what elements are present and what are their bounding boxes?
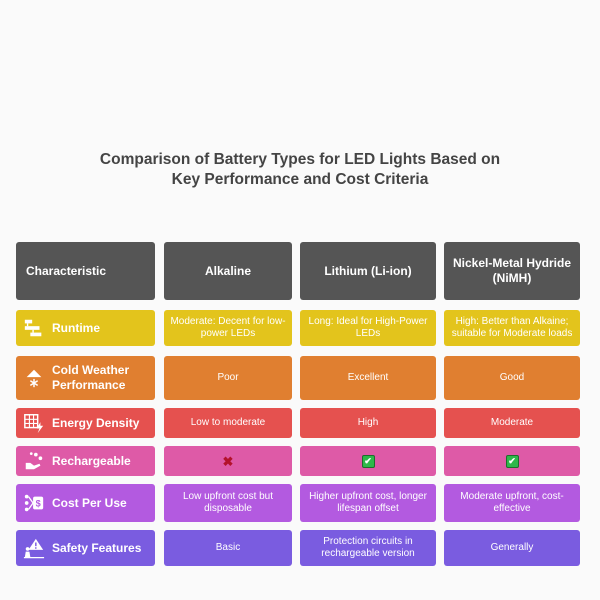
cell-energy-alkaline: Low to moderate [164,408,292,438]
cell-cold-lithium: Excellent [300,356,436,400]
header-lithium: Lithium (Li-ion) [300,242,436,300]
cross-icon: ✖ [222,453,234,469]
cell-recharge-alkaline: ✖ [164,446,292,476]
check-icon: ✔ [505,454,519,468]
cell-cost-alkaline: Low upfront cost but disposable [164,484,292,522]
row-label-text: Runtime [52,320,100,335]
header-characteristic: Characteristic [16,242,155,300]
title-line-2: Key Performance and Cost Criteria [171,171,429,188]
snow-cloud-icon [22,366,46,390]
row-label-text: Safety Features [52,540,142,555]
warning-person-icon [22,536,46,560]
row-label-rechargeable: Rechargeable [16,446,155,476]
row-label-text: Rechargeable [52,453,131,468]
cell-energy-nimh: Moderate [444,408,580,438]
cell-recharge-lithium: ✔ [300,446,436,476]
row-label-cold-weather: Cold Weather Performance [16,356,155,400]
cell-safety-nimh: Generally [444,530,580,566]
cell-recharge-nimh: ✔ [444,446,580,476]
cell-energy-lithium: High [300,408,436,438]
cell-cold-alkaline: Poor [164,356,292,400]
row-label-cost-per-use: $ Cost Per Use [16,484,155,522]
cell-runtime-lithium: Long: Ideal for High-Power LEDs [300,310,436,346]
check-icon: ✔ [361,454,375,468]
cell-cost-nimh: Moderate upfront, cost-effective [444,484,580,522]
dollar-flow-icon: $ [22,491,46,515]
cell-cost-lithium: Higher upfront cost, longer lifespan off… [300,484,436,522]
cell-runtime-nimh: High: Better than Alkaine; suitable for … [444,310,580,346]
header-nimh: Nickel-Metal Hydride (NiMH) [444,242,580,300]
cell-safety-lithium: Protection circuits in rechargeable vers… [300,530,436,566]
cell-runtime-alkaline: Moderate: Decent for low-power LEDs [164,310,292,346]
title-line-1: Comparison of Battery Types for LED Ligh… [99,151,501,168]
page-title: Comparison of Battery Types for LED Ligh… [0,150,600,190]
row-label-text: Energy Density [52,415,140,430]
row-label-text: Cost Per Use [52,495,127,510]
cell-cold-nimh: Good [444,356,580,400]
cell-safety-alkaline: Basic [164,530,292,566]
row-label-runtime: Runtime [16,310,155,346]
row-label-text: Cold Weather Performance [52,363,130,392]
header-alkaline: Alkaline [164,242,292,300]
grid-bolt-icon [22,411,46,435]
recharge-hand-icon [22,449,46,473]
row-label-energy-density: Energy Density [16,408,155,438]
svg-text:$: $ [36,499,41,509]
timeline-icon [22,316,46,340]
row-label-safety-features: Safety Features [16,530,155,566]
